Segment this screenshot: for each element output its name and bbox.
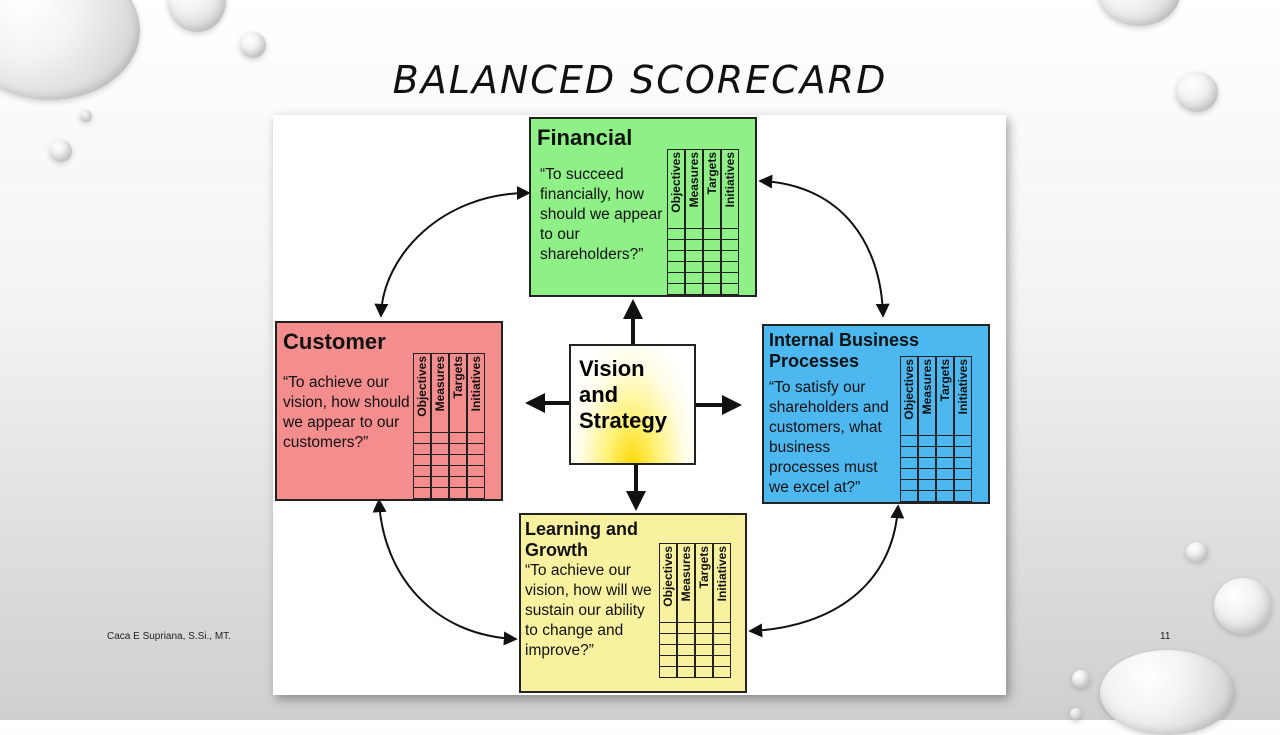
learning-and-growth-box: Learning and Growth “To achieve our visi… — [519, 513, 747, 693]
internal-quote: “To satisfy our shareholders and custome… — [769, 379, 889, 496]
water-drop-decoration — [1070, 708, 1082, 720]
column-objectives: Objectives — [902, 359, 916, 420]
water-drop-decoration — [1100, 650, 1235, 735]
water-drop-decoration — [80, 110, 92, 122]
learning-grid: Objectives Measures Targets Initiatives — [659, 543, 731, 678]
water-drop-decoration — [240, 32, 266, 58]
page-number: 11 — [1160, 631, 1171, 642]
column-targets: Targets — [705, 152, 719, 195]
customer-grid: Objectives Measures Targets Initiatives — [413, 353, 485, 499]
internal-title: Internal Business Processes — [769, 330, 920, 371]
financial-box: Financial “To succeed financially, how s… — [529, 117, 757, 297]
column-initiatives: Initiatives — [469, 356, 483, 412]
column-targets: Targets — [451, 356, 465, 399]
customer-title: Customer — [283, 329, 386, 354]
internal-grid: Objectives Measures Targets Initiatives — [900, 356, 972, 502]
column-objectives: Objectives — [415, 356, 429, 417]
column-initiatives: Initiatives — [715, 546, 729, 602]
column-targets: Targets — [697, 546, 711, 589]
financial-quote: “To succeed financially, how should we a… — [540, 166, 663, 263]
water-drop-decoration — [1098, 0, 1180, 26]
column-measures: Measures — [920, 359, 934, 415]
arc-customer-learning — [372, 498, 518, 646]
water-drop-decoration — [1186, 542, 1208, 562]
water-drop-decoration — [168, 0, 226, 32]
water-drop-decoration — [1214, 578, 1272, 634]
customer-box: Customer “To achieve our vision, how sho… — [275, 321, 503, 501]
learning-quote: “To achieve our vision, how will we sust… — [525, 562, 652, 659]
column-initiatives: Initiatives — [723, 152, 737, 208]
column-objectives: Objectives — [669, 152, 683, 213]
financial-title: Financial — [537, 125, 633, 150]
water-drop-decoration — [1176, 72, 1218, 112]
balanced-scorecard-diagram: Financial “To succeed financially, how s… — [273, 115, 1006, 695]
vision-and-strategy-label: Vision and Strategy — [579, 356, 668, 433]
water-drop-decoration — [1072, 670, 1090, 688]
connector-arrows — [372, 174, 905, 646]
water-drop-decoration — [50, 140, 72, 162]
column-measures: Measures — [687, 152, 701, 208]
customer-quote: “To achieve our vision, how should we ap… — [283, 374, 410, 451]
column-targets: Targets — [938, 359, 952, 402]
arc-financial-customer — [374, 186, 531, 318]
slide-title: BALANCED SCORECARD — [392, 58, 888, 102]
learning-title: Learning and Growth — [525, 519, 639, 560]
footer-author: Caca E Supriana, S.Si., MT. — [107, 631, 231, 642]
column-measures: Measures — [679, 546, 693, 602]
column-objectives: Objectives — [661, 546, 675, 607]
arc-internal-learning — [748, 504, 905, 638]
financial-grid: Objectives Measures Targets Initiatives — [667, 149, 739, 295]
column-initiatives: Initiatives — [956, 359, 970, 415]
internal-business-processes-box: Internal Business Processes “To satisfy … — [762, 324, 990, 504]
vision-and-strategy-box: Vision and Strategy — [569, 344, 696, 465]
column-measures: Measures — [433, 356, 447, 412]
arc-financial-internal — [758, 174, 890, 318]
